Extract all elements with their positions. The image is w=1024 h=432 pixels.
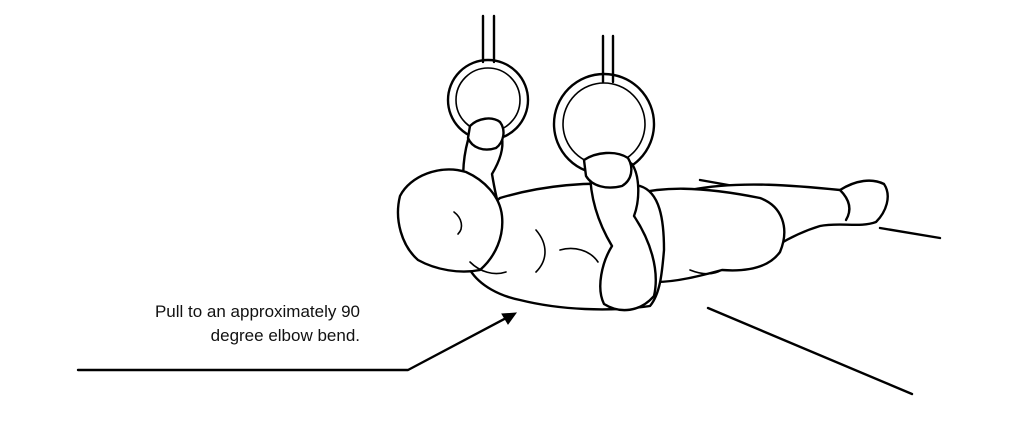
chest-muscle-line — [535, 229, 546, 273]
ground-line-right — [878, 226, 942, 240]
near-arm — [588, 157, 657, 312]
knee-line — [838, 188, 851, 222]
far-fist — [466, 117, 505, 151]
neck-line — [469, 261, 507, 275]
annotation-text: Pull to an approximately 90 degree elbow… — [60, 300, 360, 348]
annotation-line-1: Pull to an approximately 90 — [154, 302, 360, 321]
arrow-shaft — [76, 314, 512, 372]
arrow-head — [501, 312, 518, 325]
shorts-hem — [689, 269, 723, 275]
near-fist — [582, 151, 633, 189]
annotation-arrow — [76, 312, 518, 372]
ground-line-lower — [706, 306, 914, 396]
annotation-line-2: degree elbow bend. — [210, 326, 360, 345]
abdomen-line — [559, 247, 599, 263]
head — [396, 168, 504, 273]
person-figure — [396, 117, 889, 312]
ear-line — [453, 211, 463, 235]
